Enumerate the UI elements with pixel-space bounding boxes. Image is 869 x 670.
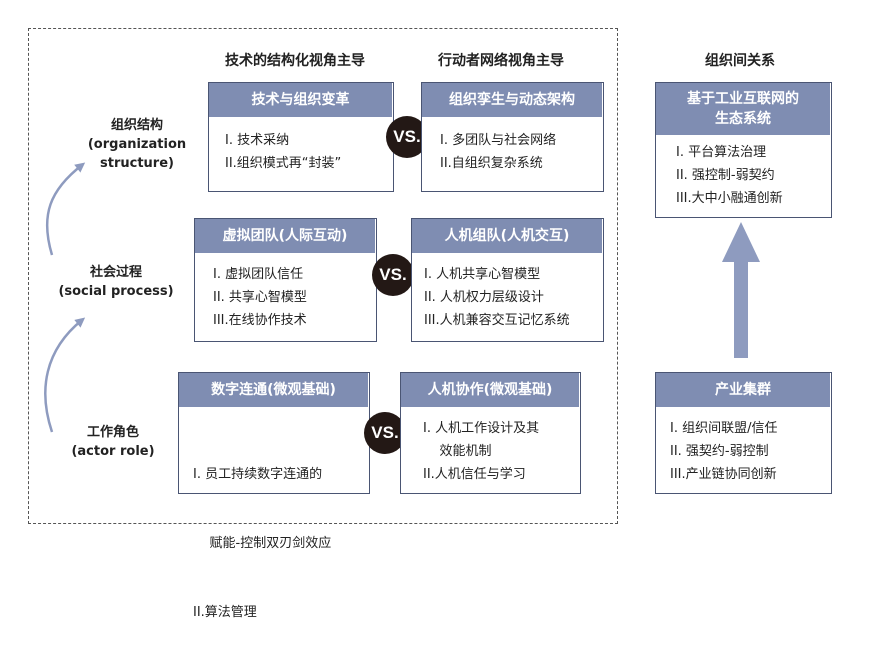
list-item: II.算法管理 — [193, 605, 257, 620]
box-digital-connectivity-items: I. 员工持续数字连通的 赋能-控制双刃剑效应 II.算法管理 — [193, 417, 331, 670]
box-org-coevolution-title: 组织孪生与动态架构 — [422, 83, 602, 117]
list-item: 赋能-控制双刃剑效应 — [193, 536, 332, 551]
row-label-social-en: (social process) — [58, 284, 174, 299]
list-item: I. 员工持续数字连通的 — [193, 467, 323, 482]
list-item: II.自组织复杂系统 — [440, 156, 543, 171]
box-virtual-team: 虚拟团队(人际互动) I. 虚拟团队信任 II. 共享心智模型 III.在线协作… — [194, 218, 377, 342]
box-org-coevolution: 组织孪生与动态架构 I. 多团队与社会网络 II.自组织复杂系统 — [421, 82, 604, 192]
list-item: III.在线协作技术 — [213, 313, 307, 328]
box-human-machine-team: 人机组队(人机交互) I. 人机共享心智模型 II. 人机权力层级设计 III.… — [411, 218, 604, 342]
box-digital-connectivity: 数字连通(微观基础) I. 员工持续数字连通的 赋能-控制双刃剑效应 II.算法… — [178, 372, 370, 620]
list-item: II. 人机权力层级设计 — [424, 290, 544, 305]
list-item: II.组织模式再“封装” — [225, 156, 342, 171]
big-up-arrow-shaft — [734, 258, 748, 358]
column-title-tech-structuration: 技术的结构化视角主导 — [225, 53, 365, 69]
list-item: I. 人机共享心智模型 — [424, 267, 541, 282]
list-item: II. 强控制-弱契约 — [676, 168, 775, 183]
row-label-role-en: (actor role) — [71, 444, 155, 459]
list-item: 效能机制 — [423, 444, 492, 459]
list-item: I. 人机工作设计及其 — [423, 421, 540, 436]
box-digital-connectivity-title: 数字连通(微观基础) — [179, 373, 368, 407]
list-item: I. 平台算法治理 — [676, 145, 767, 160]
row-label-role-cn: 工作角色 — [86, 425, 139, 440]
row-label-structure-cn: 组织结构 — [110, 118, 163, 133]
box-industrial-cluster-title: 产业集群 — [656, 373, 830, 407]
column-title-actor-network: 行动者网络视角主导 — [438, 53, 564, 69]
arrows-layer — [44, 162, 760, 433]
list-item: I. 虚拟团队信任 — [213, 267, 304, 282]
list-item: III.大中小融通创新 — [676, 191, 783, 206]
box-tech-org-change: 技术与组织变革 I. 技术采纳 II.组织模式再“封装” — [208, 82, 394, 192]
box-human-machine-collab: 人机协作(微观基础) I. 人机工作设计及其 效能机制 II.人机信任与学习 — [400, 372, 581, 494]
box-industrial-ecosystem-title: 基于工业互联网的 生态系统 — [656, 83, 830, 135]
list-item: II. 强契约-弱控制 — [670, 444, 769, 459]
box-tech-org-change-items: I. 技术采纳 II.组织模式再“封装” — [225, 129, 341, 175]
box-industrial-ecosystem: 基于工业互联网的 生态系统 I. 平台算法治理 II. 强控制-弱契约 III.… — [655, 82, 832, 218]
list-item: I. 组织间联盟/信任 — [670, 421, 778, 436]
vs-badge-row3: VS. — [364, 412, 406, 454]
box-virtual-team-title: 虚拟团队(人际互动) — [195, 219, 375, 253]
big-up-arrow-head — [722, 222, 760, 262]
list-item: I. 多团队与社会网络 — [440, 133, 557, 148]
row-label-structure-en1: (organization — [87, 137, 187, 152]
list-item: III.人机兼容交互记忆系统 — [424, 313, 570, 328]
column-title-interorg: 组织间关系 — [705, 53, 775, 69]
curved-arrow-lower — [44, 317, 86, 433]
box-human-machine-team-items: I. 人机共享心智模型 II. 人机权力层级设计 III.人机兼容交互记忆系统 — [424, 263, 570, 332]
box-human-machine-team-title: 人机组队(人机交互) — [412, 219, 602, 253]
curved-arrow-upper — [45, 162, 86, 256]
box-industrial-cluster-items: I. 组织间联盟/信任 II. 强契约-弱控制 III.产业链协同创新 — [670, 417, 777, 486]
list-item: I. 技术采纳 — [225, 133, 290, 148]
box-tech-org-change-title: 技术与组织变革 — [209, 83, 392, 117]
row-label-social-cn: 社会过程 — [89, 265, 142, 280]
row-label-actor-role: 工作角色 (actor role) — [58, 423, 168, 461]
row-label-organization-structure: 组织结构 (organization structure) — [82, 116, 192, 173]
row-label-structure-en2: structure) — [100, 156, 174, 171]
vs-badge-row2: VS. — [372, 254, 414, 296]
dashed-frame — [28, 28, 618, 524]
box-human-machine-collab-title: 人机协作(微观基础) — [401, 373, 579, 407]
box-org-coevolution-items: I. 多团队与社会网络 II.自组织复杂系统 — [440, 129, 556, 175]
row-label-social-process: 社会过程 (social process) — [56, 263, 176, 301]
box-industrial-cluster: 产业集群 I. 组织间联盟/信任 II. 强契约-弱控制 III.产业链协同创新 — [655, 372, 832, 494]
box-virtual-team-items: I. 虚拟团队信任 II. 共享心智模型 III.在线协作技术 — [213, 263, 307, 332]
list-item: II.人机信任与学习 — [423, 467, 526, 482]
list-item: III.产业链协同创新 — [670, 467, 777, 482]
box-human-machine-collab-items: I. 人机工作设计及其 效能机制 II.人机信任与学习 — [423, 417, 539, 486]
list-item: II. 共享心智模型 — [213, 290, 307, 305]
box-industrial-ecosystem-items: I. 平台算法治理 II. 强控制-弱契约 III.大中小融通创新 — [676, 141, 783, 210]
